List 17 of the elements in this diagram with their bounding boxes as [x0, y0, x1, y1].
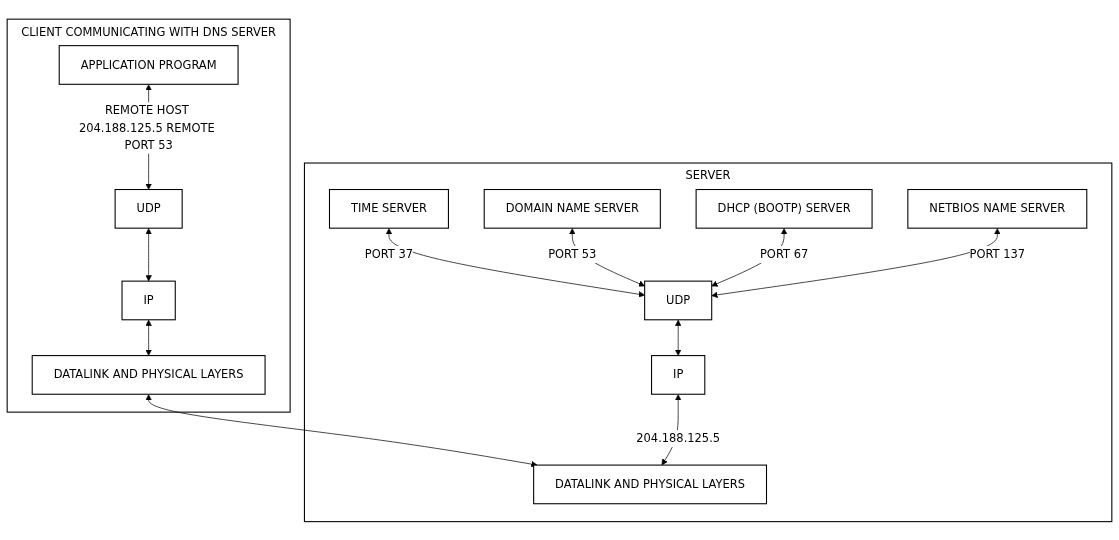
node-box: DHCP (BOOTP) SERVER: [695, 188, 873, 229]
edge-label: PORT 53: [548, 247, 597, 261]
edge-label: PORT 37: [364, 247, 414, 261]
node-box: DATALINK AND PHYSICAL LAYERS: [533, 464, 768, 504]
node-box: IP: [121, 280, 176, 320]
node-box: IP: [651, 354, 706, 395]
node-box: UDP: [114, 188, 183, 229]
node-box: UDP: [644, 280, 713, 320]
node-box: TIME SERVER: [328, 188, 449, 229]
edge-label: PORT 137: [969, 247, 1026, 261]
node-box: DOMAIN NAME SERVER: [483, 188, 661, 229]
node-box: DATALINK AND PHYSICAL LAYERS: [31, 354, 266, 395]
node-box: NETBIOS NAME SERVER: [907, 188, 1088, 229]
edge-label: REMOTE HOST 204.188.125.5 REMOTE PORT 53: [78, 103, 215, 152]
node-box: APPLICATION PROGRAM: [58, 44, 239, 85]
edge-label: PORT 67: [759, 247, 809, 261]
edge-label: 204.188.125.5: [636, 431, 721, 445]
